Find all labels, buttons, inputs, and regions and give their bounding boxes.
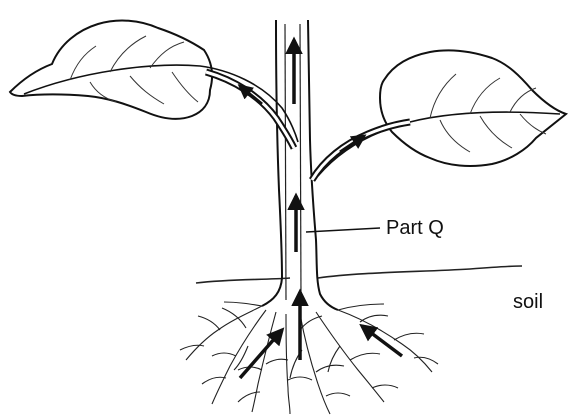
left-leaf xyxy=(10,21,298,148)
soil-surface-line xyxy=(196,266,522,283)
roots xyxy=(180,302,438,414)
soil-label: soil xyxy=(513,292,543,312)
part-q-label: Part Q xyxy=(386,218,444,238)
right-leaf xyxy=(312,50,566,180)
part-q-pointer-line xyxy=(306,228,380,232)
